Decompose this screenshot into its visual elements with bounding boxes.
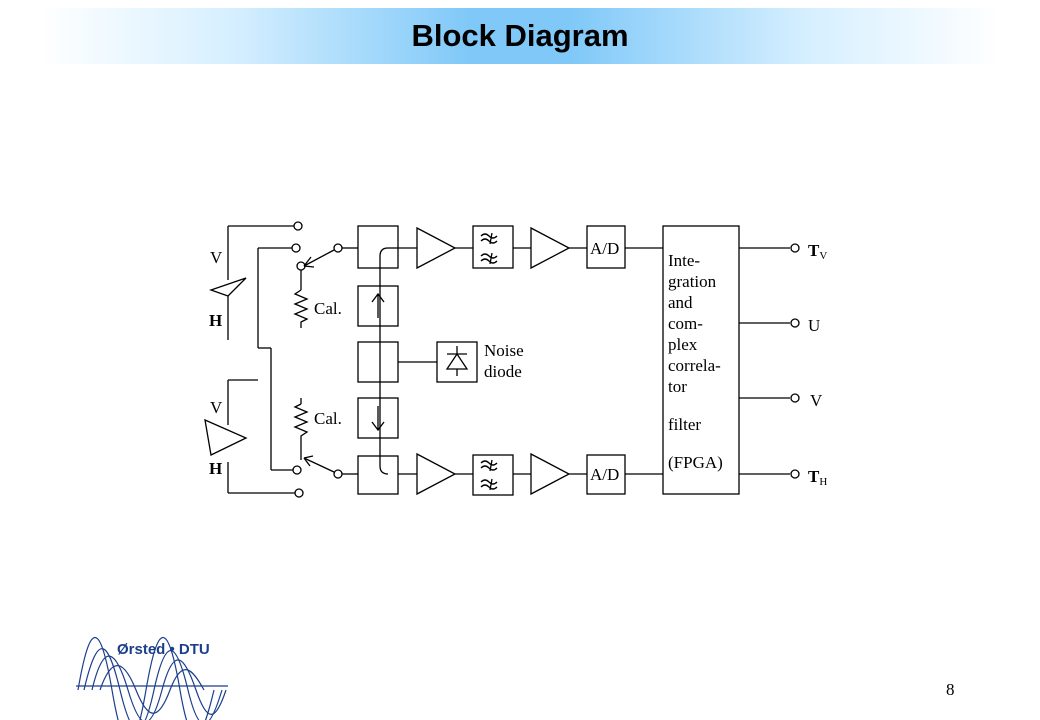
fpga-text-line: com- <box>668 314 703 333</box>
chain-bottom <box>398 452 663 496</box>
fpga-text-line: plex <box>668 335 698 354</box>
v-label-bottom: V <box>210 398 223 417</box>
fpga-text-line: filter <box>668 415 701 434</box>
output-label-th: TH <box>808 467 827 488</box>
noise-diode <box>398 341 478 383</box>
cal-resistor-top <box>293 270 309 328</box>
chain-top <box>398 225 663 270</box>
cal-label-top: Cal. <box>314 299 342 318</box>
noise-label-line1: Noise <box>484 341 524 360</box>
fpga-text-line: tor <box>668 377 687 396</box>
fpga-text: Inte- gration and com- plex correla- tor… <box>668 251 723 472</box>
coupler-column <box>357 225 399 495</box>
switch-bottom <box>292 455 358 498</box>
output-label-tv: TV <box>808 241 827 262</box>
logo-text: Ørsted • DTU <box>117 641 210 658</box>
fpga-text-line: correla- <box>668 356 721 375</box>
fpga-text-line: and <box>668 293 693 312</box>
horn-antenna-bottom <box>204 340 295 494</box>
outputs <box>739 243 800 479</box>
orsted-dtu-logo-icon <box>76 637 228 720</box>
page-title: Block Diagram <box>411 18 629 53</box>
h-label-bottom: H <box>209 459 222 478</box>
ad-label-bottom: A/D <box>590 465 619 484</box>
cal-resistor-bottom <box>293 398 309 460</box>
ad-label-top: A/D <box>590 239 619 258</box>
noise-label-line2: diode <box>484 362 522 381</box>
output-label-u: U <box>808 316 820 335</box>
title-bar: Block Diagram <box>40 8 1000 64</box>
fpga-block <box>662 225 740 495</box>
h-label-top: H <box>209 311 222 330</box>
fpga-text-line: gration <box>668 272 717 291</box>
fpga-text-line: Inte- <box>668 251 700 270</box>
output-label-v: V <box>810 391 823 410</box>
page-number: 8 <box>946 680 955 699</box>
switch-top <box>291 221 358 271</box>
fpga-text-line: (FPGA) <box>668 453 723 472</box>
cal-label-bottom: Cal. <box>314 409 342 428</box>
v-label-top: V <box>210 248 223 267</box>
horn-antenna-top <box>209 225 298 340</box>
